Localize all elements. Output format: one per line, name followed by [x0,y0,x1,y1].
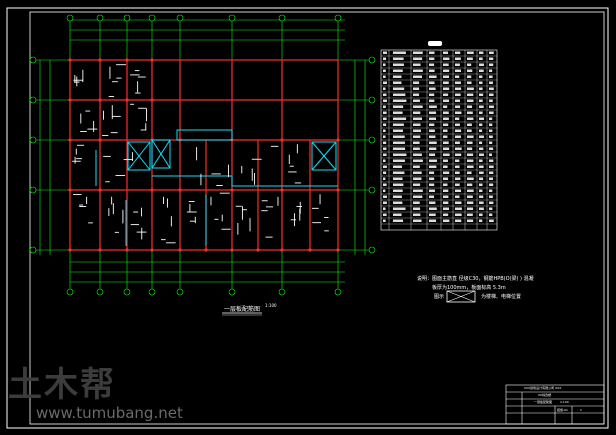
note-line-2: 板厚为100mm，板面标高 5.3m [432,285,506,291]
table-title-tag [428,41,442,46]
title-block-grid [505,384,605,425]
rebar-marks [72,64,329,244]
note-line-1: 说明：图面主筋直 径级C30，钢筋HPB(O)梁( ) 混凝 [417,276,534,282]
column-markers [68,58,340,252]
watermark-logo: 土木帮 [8,365,116,405]
wall-lines [95,129,338,246]
plan-title: 一层板配筋图 [224,306,261,313]
legend-text: 为楼梯、电梯位置 [481,294,522,300]
title-block-number: 结施-01 [557,408,568,412]
watermark-url: www.tumubang.net [36,404,183,422]
drawing-inner-frame [29,11,605,425]
title-block-header: XXX建筑设计有限公司 XXX [524,386,562,390]
title-block-drawing: 一层板配筋图 [534,400,553,404]
legend-label: 图示 [434,294,445,300]
rebar-schedule-table [380,49,498,231]
title-block-version: 1 [580,408,582,412]
axis-bubbles [29,14,376,296]
plan-scale: 1:100 [265,303,277,308]
legend-symbol [446,290,476,303]
drawing-outer-frame [6,7,609,429]
title-block-project: XX综合楼 [538,393,552,397]
beam-lines [69,59,339,251]
title-block-scale: 1:100 [560,400,569,404]
